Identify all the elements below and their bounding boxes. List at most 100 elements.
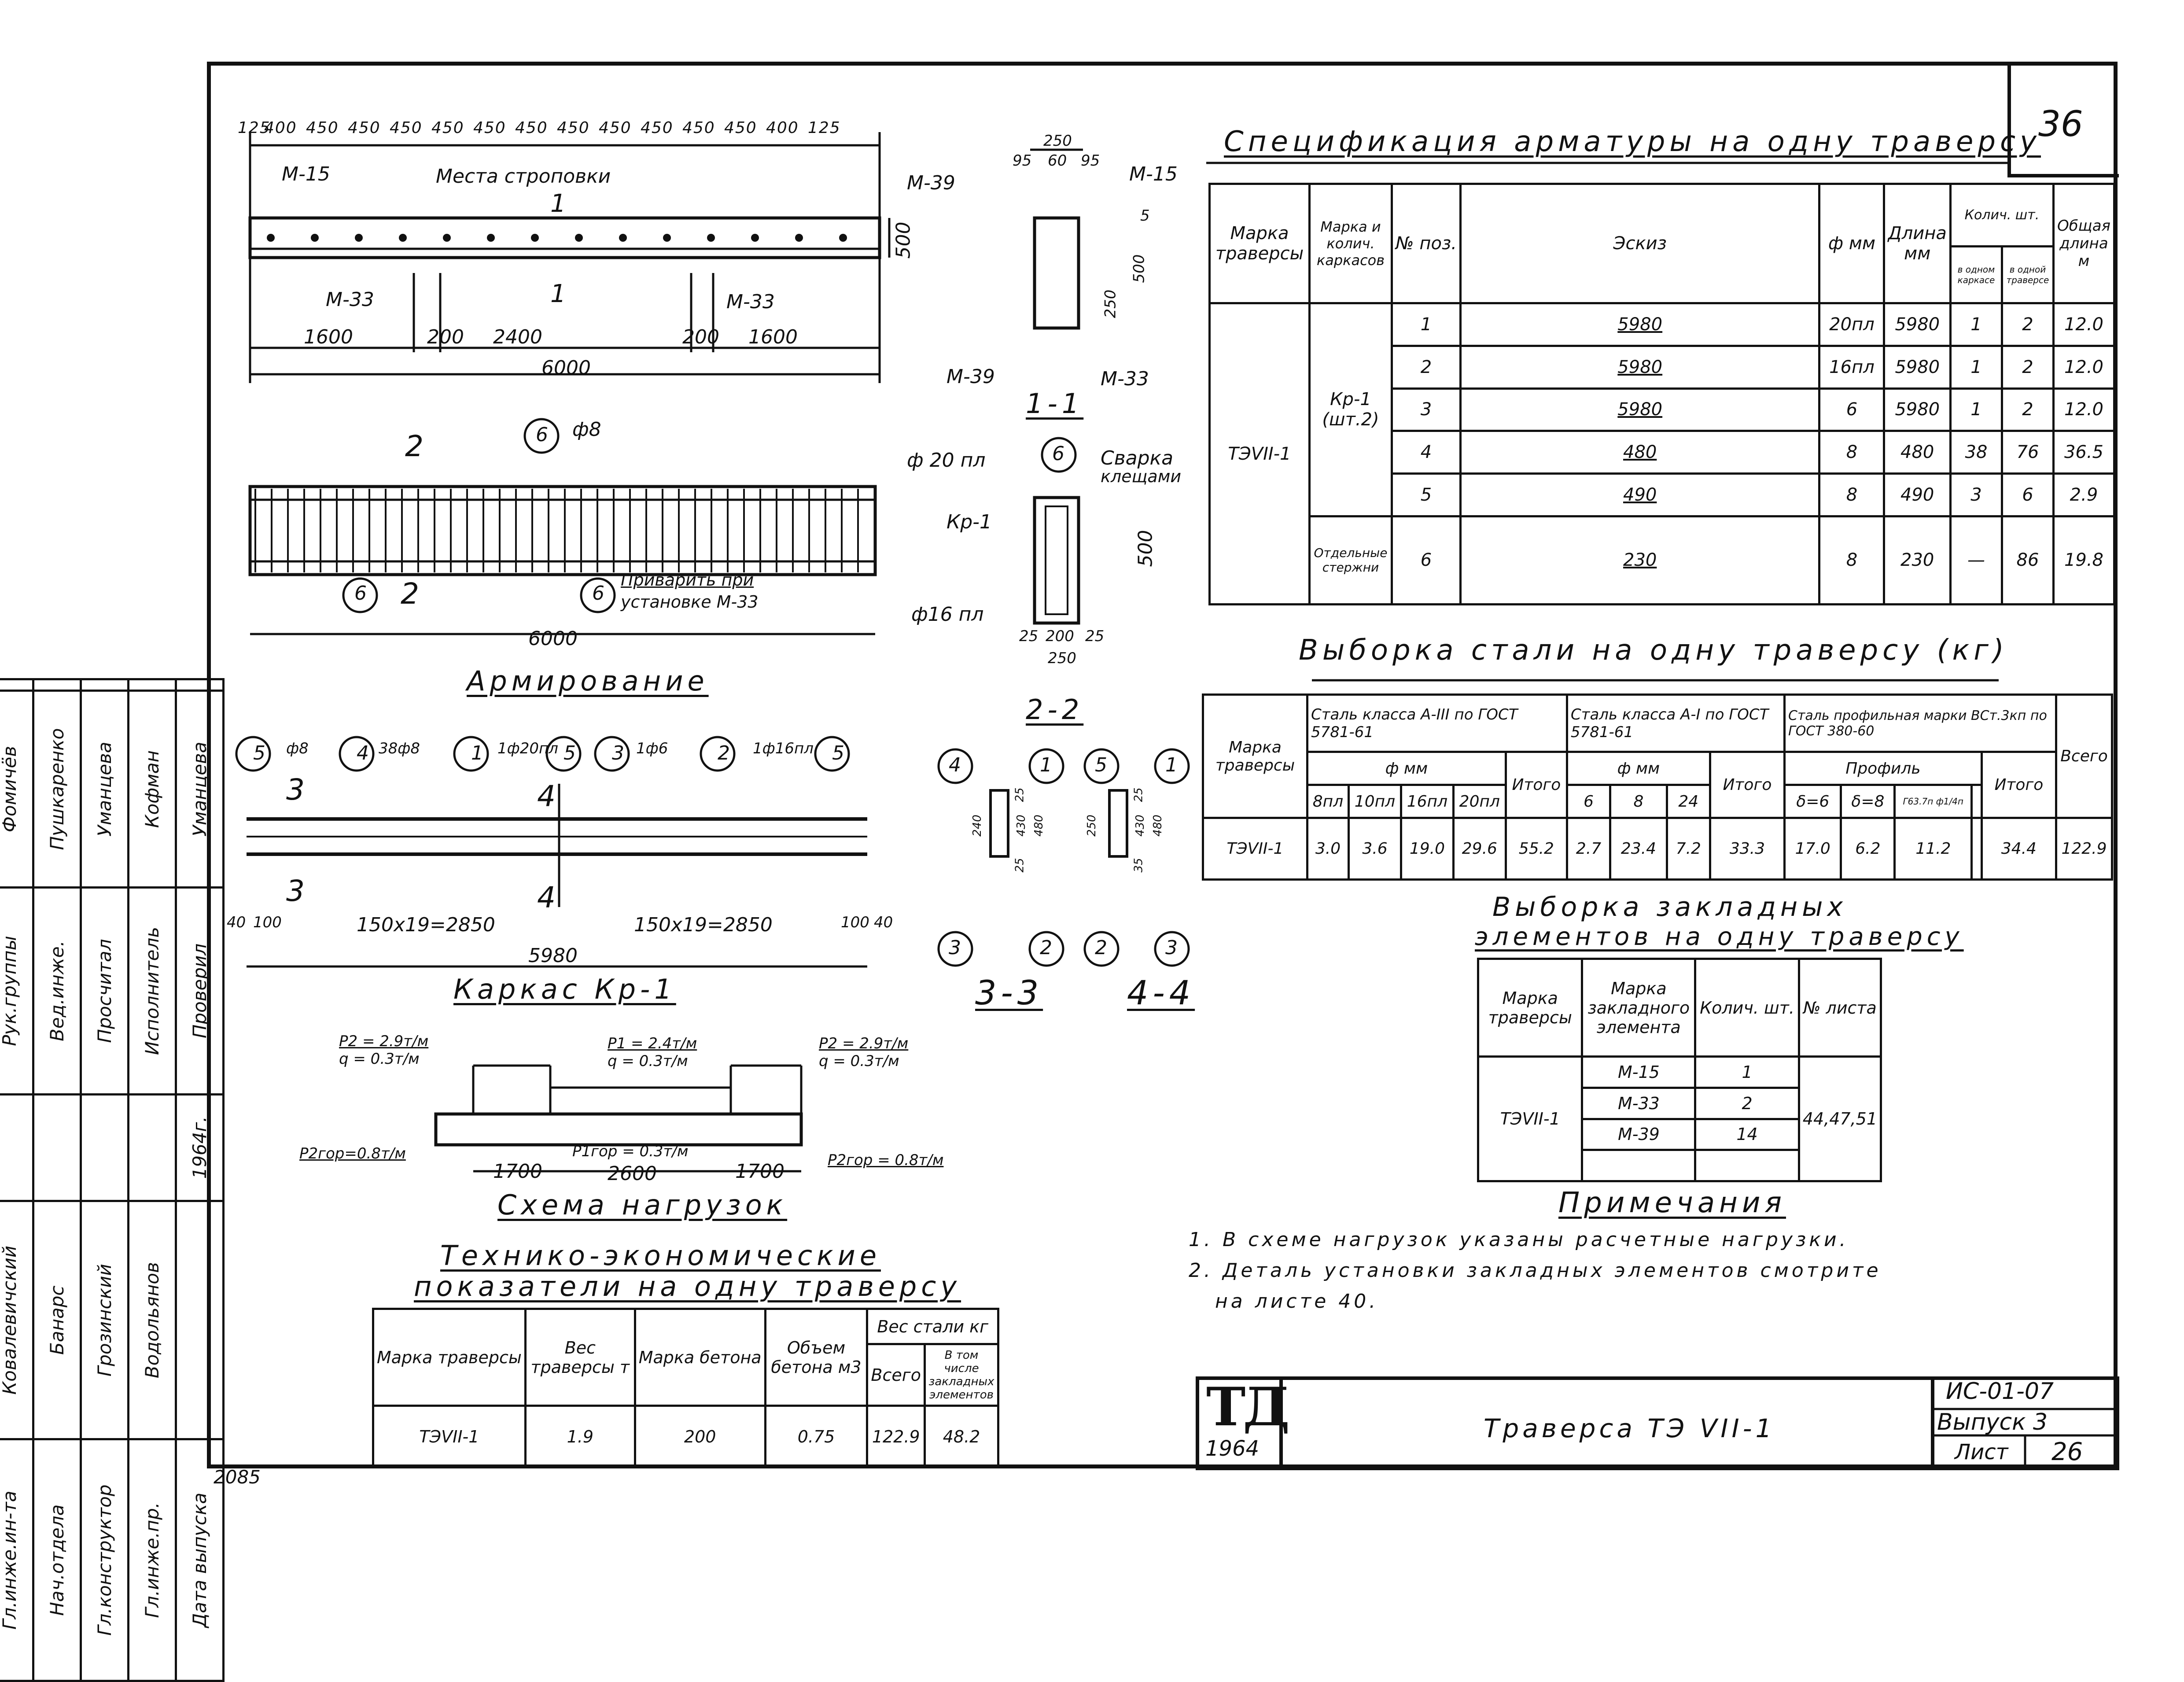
spec-cell-phi: 8 xyxy=(1818,472,1886,517)
callout-circle xyxy=(1083,931,1120,967)
s33-bubble-1: 1 xyxy=(1040,754,1052,776)
dim-top-value: 400 xyxy=(264,119,297,137)
s22-weld2: клещами xyxy=(1101,467,1182,486)
spec-cell-pos: 5 xyxy=(1391,472,1462,517)
beam-hole xyxy=(531,234,539,242)
spec-cell-n1: 1 xyxy=(1949,344,2003,390)
spec-cell-pos: 1 xyxy=(1391,302,1462,347)
emb-h-sheet: № листа xyxy=(1797,957,1882,1058)
beam-label-m33b: М-33 xyxy=(726,291,775,313)
load-p2a: P2 = 2.9т/м xyxy=(339,1033,429,1050)
tech-cell-concrete: 200 xyxy=(633,1405,766,1468)
titleblock-sheet: 26 xyxy=(2051,1438,2083,1466)
emb-cell-sheets: 44,47,51 xyxy=(1797,1055,1882,1182)
s44-dim-480: 480 xyxy=(1151,815,1164,837)
karkas-sec3-top: 3 xyxy=(286,773,305,807)
spec-cell-len: 5980 xyxy=(1883,302,1952,347)
steel-cell: 122.9 xyxy=(2055,817,2113,881)
tech-h-total: Всего xyxy=(866,1343,926,1407)
steel-h-mark: Марка траверсы xyxy=(1202,693,1308,819)
steel-sub-a1: 6 xyxy=(1565,784,1612,819)
spec-cell-n2: 2 xyxy=(2000,387,2055,432)
dim-top-value: 450 xyxy=(390,119,423,137)
load-p1gor: P1гор = 0.3т/м xyxy=(572,1143,689,1160)
beam-label-m39: М-39 xyxy=(907,172,955,194)
karkas-sec3-bottom: 3 xyxy=(286,874,305,908)
spec-cell-n1: 1 xyxy=(1949,387,2003,432)
load-dim-1700b: 1700 xyxy=(735,1160,784,1183)
sheet-number: 36 xyxy=(2038,103,2083,144)
beam-hole xyxy=(487,234,495,242)
load-p2gor-left: P2гор=0.8т/м xyxy=(299,1145,406,1162)
tech-cell-mark: ТЭVII-1 xyxy=(372,1405,527,1468)
spec-cell-total: 12.0 xyxy=(2052,387,2116,432)
callout-circle xyxy=(1154,931,1190,967)
s22-bottom-value: 25 xyxy=(1085,627,1105,645)
spec-cell-total: 12.0 xyxy=(2052,344,2116,390)
beam-hole xyxy=(795,234,803,242)
karkas-bubble: 4 xyxy=(357,742,369,764)
emb-h-count: Колич. шт. xyxy=(1694,957,1800,1058)
callout-circle xyxy=(814,736,850,772)
note-3: на листе 40. xyxy=(1215,1290,1379,1313)
tech-table: Марка траверсы Вес траверсы т Марка бето… xyxy=(372,1308,999,1468)
arm-note-2: установке М-33 xyxy=(621,592,759,612)
load-dim-2600: 2600 xyxy=(608,1162,657,1185)
s22-phi20: ф 20 пл xyxy=(907,449,986,472)
callout-circle xyxy=(545,736,582,772)
karkas-bubble: 5 xyxy=(832,742,844,764)
steel-h-all: Всего xyxy=(2055,693,2113,819)
load-p1: P1 = 2.4т/м xyxy=(608,1035,697,1052)
steel-h-a3: Сталь класса А-III по ГОСТ 5781-61 xyxy=(1306,693,1568,753)
steel-cell: 2.7 xyxy=(1565,817,1612,881)
dim-top-value: 450 xyxy=(306,119,339,137)
steel-h-itogo-prof: Итого xyxy=(1980,751,2058,819)
s22-phi16: ф16 пл xyxy=(911,603,984,626)
karkas-bubble: 1 xyxy=(471,742,483,764)
callout-circle xyxy=(594,736,630,772)
callout-circle xyxy=(937,748,973,784)
spec-cell-sketch: 490 xyxy=(1459,472,1821,517)
beam-label-m15: М-15 xyxy=(282,163,330,185)
tech-title-2: показатели на одну траверсу xyxy=(414,1270,961,1302)
karkas-note-phi8: ф8 xyxy=(286,740,309,757)
steel-table: Марка траверсы Сталь класса А-III по ГОС… xyxy=(1202,693,2113,881)
spec-cell-karkas: Кр-1 (шт.2) xyxy=(1308,302,1393,517)
s44-title: 4-4 xyxy=(1127,973,1195,1012)
emb-row xyxy=(1478,1149,1881,1182)
steel-cell: 7.2 xyxy=(1665,817,1711,881)
dim-top-value: 450 xyxy=(599,119,632,137)
beam-hole xyxy=(575,234,583,242)
dim-bottom-value: 200 xyxy=(682,326,719,348)
s22-bubble: 6 xyxy=(1052,443,1064,465)
arm-bubble-6-top: 6 xyxy=(536,424,548,446)
karkas-bubble: 2 xyxy=(718,742,730,764)
spec-cell-sketch: 5980 xyxy=(1459,387,1821,432)
s33-dim-430: 430 xyxy=(1014,815,1028,837)
steel-sub-prof: Г63.7п ф1/4п xyxy=(1893,784,1973,819)
steel-h-phi-a1: ф мм xyxy=(1565,751,1711,786)
emb-cell-empty xyxy=(1581,1149,1697,1182)
emb-cell-element: М-33 xyxy=(1581,1086,1697,1120)
spec-cell-sketch: 5980 xyxy=(1459,344,1821,390)
spec-cell-phi: 8 xyxy=(1818,515,1886,606)
dim-top-value: 125 xyxy=(808,119,841,137)
spec-h-n2: в одной траверсе xyxy=(2000,245,2055,305)
notes-title: Примечания xyxy=(1558,1187,1786,1219)
steel-cell: 23.4 xyxy=(1609,817,1668,881)
load-dim-1700a: 1700 xyxy=(493,1160,542,1183)
titleblock-code: ИС-01-07 xyxy=(1946,1378,2054,1405)
spec-h-total: Общая длина м xyxy=(2052,183,2116,304)
titleblock-sheet-label: Лист xyxy=(1955,1440,2008,1464)
s22-kr: Кр-1 xyxy=(947,511,992,533)
spec-cell-pos: 6 xyxy=(1391,515,1462,606)
tech-row: ТЭVII-1 1.9 200 0.75 122.9 48.2 xyxy=(372,1405,999,1468)
drawing-sheet xyxy=(207,62,2118,1468)
steel-sub-empty xyxy=(1970,784,1983,819)
spec-cell-total: 36.5 xyxy=(2052,430,2116,475)
steel-h-phi-a3: ф мм xyxy=(1306,751,1507,786)
steel-sub-prof: δ=6 xyxy=(1783,784,1842,819)
